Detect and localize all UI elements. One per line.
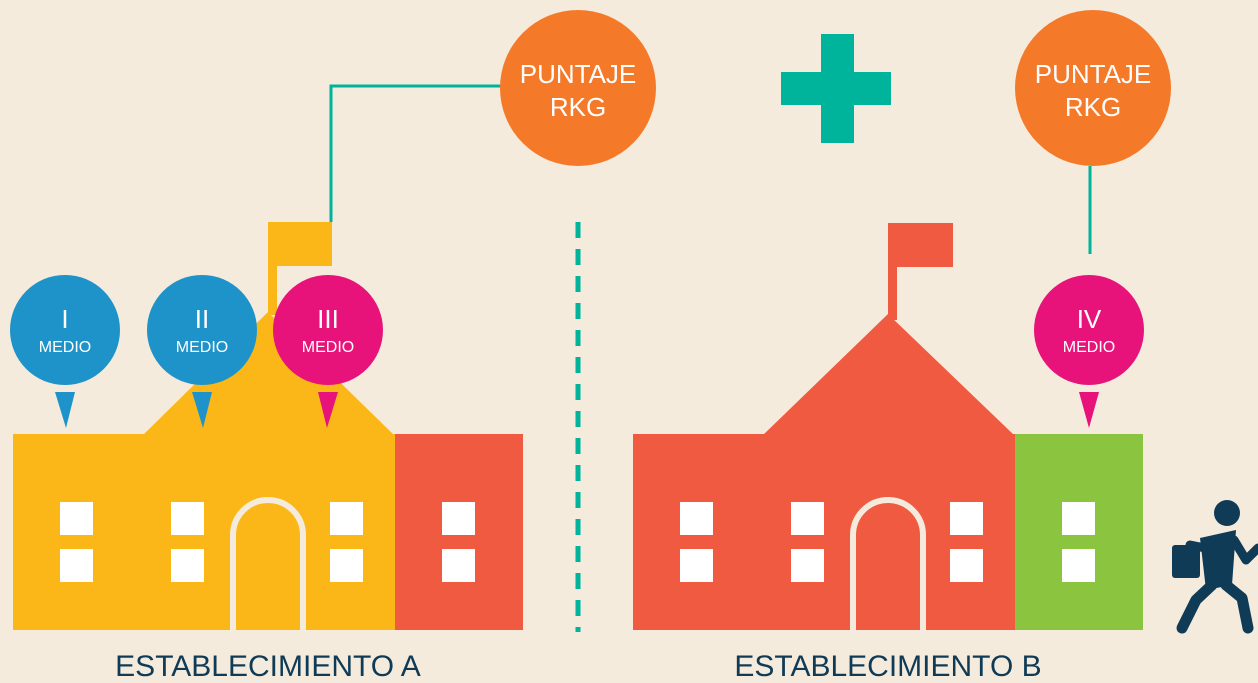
- school-a-flag: [268, 222, 332, 266]
- school-a-caption: ESTABLECIMIENTO A: [115, 650, 421, 683]
- window: [442, 549, 475, 582]
- pin-iii-medio: III MEDIO: [273, 275, 383, 428]
- school-a-door: [230, 497, 306, 630]
- window: [950, 549, 983, 582]
- window: [1062, 502, 1095, 535]
- school-b-caption: ESTABLECIMIENTO B: [734, 650, 1041, 683]
- window: [171, 549, 204, 582]
- window: [950, 502, 983, 535]
- pin-label: MEDIO: [39, 339, 91, 356]
- window: [171, 502, 204, 535]
- pin-ii-medio: II MEDIO: [147, 275, 257, 428]
- window: [330, 502, 363, 535]
- pin-number: I: [61, 304, 68, 334]
- window: [1062, 549, 1095, 582]
- score-line-1: PUNTAJE: [1035, 59, 1152, 89]
- school-a-score-connector: [329, 84, 503, 222]
- school-b: IV MEDIO PUNTAJE RKG ESTABLECIMIENTO B: [633, 10, 1171, 683]
- pin-i-medio: I MEDIO: [10, 275, 120, 428]
- pin-label: MEDIO: [176, 339, 228, 356]
- window: [791, 549, 824, 582]
- window: [791, 502, 824, 535]
- school-b-door: [850, 497, 926, 630]
- pin-label: MEDIO: [1063, 339, 1115, 356]
- school-b-flag: [888, 223, 953, 267]
- school-b-score-badge: PUNTAJE RKG: [1015, 10, 1171, 166]
- school-a-flagpole: [268, 225, 277, 315]
- pin-number: II: [195, 304, 209, 334]
- window: [680, 502, 713, 535]
- window: [330, 549, 363, 582]
- pin-number: IV: [1077, 304, 1102, 334]
- window: [442, 502, 475, 535]
- school-b-flagpole: [888, 225, 897, 320]
- plus-icon: [781, 34, 891, 143]
- school-a: I MEDIO II MEDIO III MEDIO PUNTAJE RKG E…: [10, 10, 656, 683]
- score-line-2: RKG: [1065, 92, 1121, 122]
- pin-iv-medio: IV MEDIO: [1034, 275, 1144, 428]
- window: [680, 549, 713, 582]
- score-line-1: PUNTAJE: [520, 59, 637, 89]
- pin-label: MEDIO: [302, 339, 354, 356]
- school-b-roof: [762, 314, 1015, 436]
- running-student-icon: [1172, 500, 1258, 634]
- window: [60, 549, 93, 582]
- pin-number: III: [317, 304, 339, 334]
- window: [60, 502, 93, 535]
- school-a-score-badge: PUNTAJE RKG: [500, 10, 656, 166]
- score-line-2: RKG: [550, 92, 606, 122]
